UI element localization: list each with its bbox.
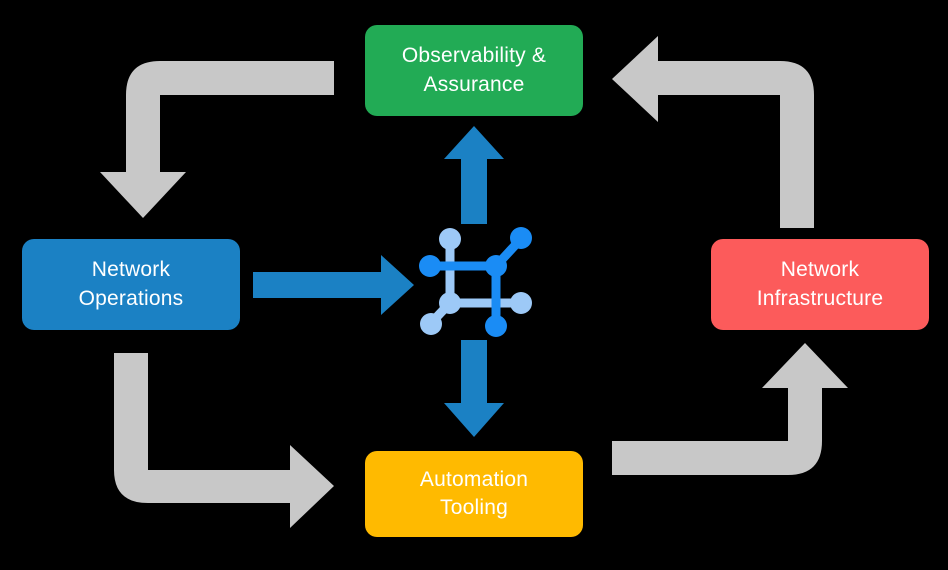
arrow-center-to-observability-icon [444, 126, 504, 224]
node-label-network-operations: Network Operations [78, 258, 184, 310]
arrow-operations-to-center-icon [253, 255, 414, 315]
node-label-automation-tooling: Automation Tooling [419, 467, 529, 519]
node-box-network-infrastructure[interactable]: Network Infrastructure [711, 239, 929, 330]
node-label-network-infrastructure: Network Infrastructure [756, 258, 884, 310]
node-box-observability[interactable]: Observability & Assurance [365, 25, 583, 116]
arrow-operations-to-automation [114, 353, 334, 528]
arrow-automation-to-infrastructure [612, 343, 848, 475]
arrow-observability-to-operations [100, 61, 334, 218]
network-icon-dark-nodes [419, 227, 532, 337]
node-box-network-operations[interactable]: Network Operations [22, 239, 240, 330]
network-icon-light-nodes [420, 228, 532, 335]
arrow-infrastructure-to-observability [612, 36, 814, 228]
node-box-automation-tooling[interactable]: Automation Tooling [365, 451, 583, 537]
arrow-center-to-automation-icon [444, 340, 504, 437]
node-label-observability: Observability & Assurance [401, 44, 547, 96]
